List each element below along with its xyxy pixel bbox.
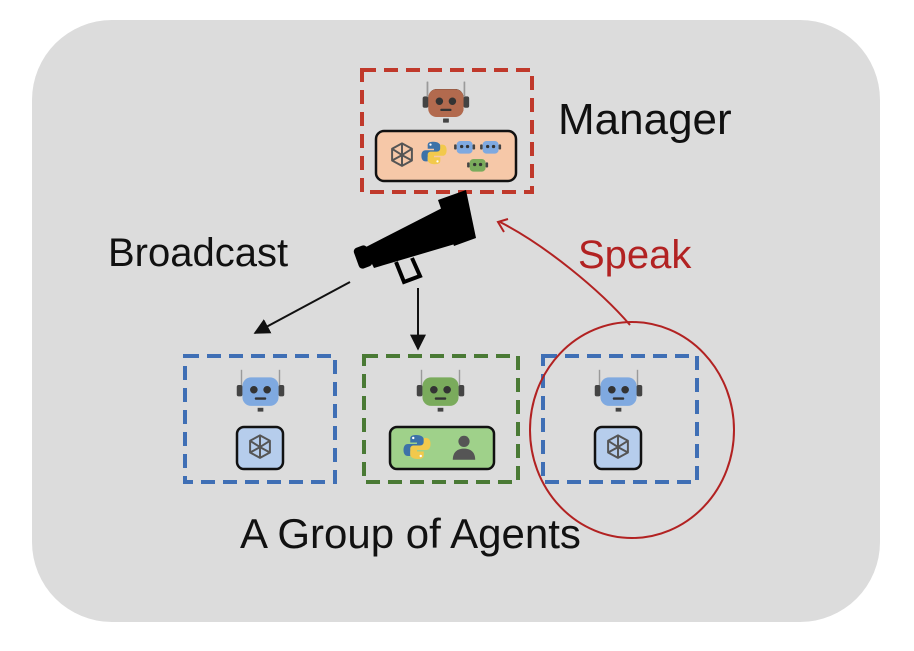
mini-robot-icon xyxy=(454,141,476,154)
agent-box-left xyxy=(183,354,337,484)
megaphone-icon xyxy=(353,190,476,285)
broadcast-label: Broadcast xyxy=(108,231,288,275)
manager-box xyxy=(360,68,534,194)
agent-box-center xyxy=(362,354,520,484)
agent-box-right xyxy=(541,354,699,484)
speaker-highlight-circle xyxy=(529,321,735,539)
broadcast-arrow-left xyxy=(253,281,351,334)
robot-icon xyxy=(594,369,643,412)
mini-robot-icon xyxy=(467,159,489,172)
speak-arrow xyxy=(499,221,631,326)
speak-label: Speak xyxy=(578,233,692,277)
diagram-background-panel xyxy=(32,20,880,622)
robot-icon xyxy=(236,369,285,412)
group-label: A Group of Agents xyxy=(240,510,581,557)
mini-robot-icon xyxy=(480,141,502,154)
manager-tools-panel xyxy=(374,129,518,183)
robot-icon xyxy=(422,81,470,123)
robot-icon xyxy=(416,369,465,412)
manager-label: Manager xyxy=(558,95,732,144)
